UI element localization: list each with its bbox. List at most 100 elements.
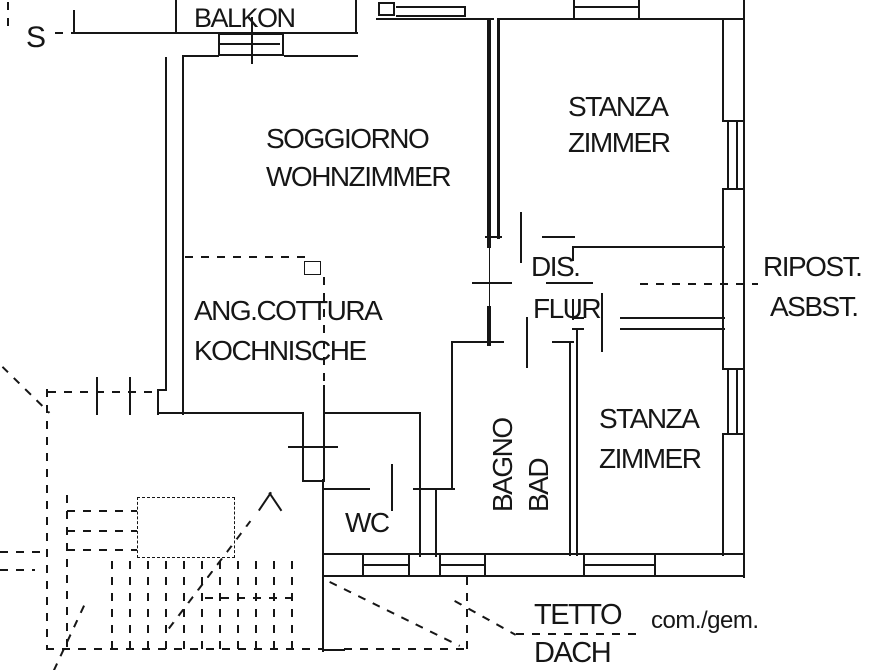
wall-segment: [413, 488, 455, 490]
window-jamb: [722, 188, 745, 190]
storage-label-it: RIPOST.: [763, 251, 863, 282]
balcony-rail-wall: [73, 32, 358, 34]
bedroom-wall: [572, 328, 584, 330]
storage-label-de: ASBST.: [770, 291, 859, 322]
door-swing-tick: [526, 317, 528, 368]
bedroom-top-label-de: ZIMMER: [568, 127, 671, 158]
roof-leader-dashed: [516, 633, 640, 635]
outer-wall: [165, 57, 167, 391]
wall-segment: [182, 55, 219, 57]
window-tick: [288, 446, 338, 448]
bedroom-bottom-label-it: STANZA: [599, 403, 700, 434]
stairwell-outline-dashed: [46, 648, 322, 650]
wall-segment: [175, 0, 177, 34]
interior-window: [302, 480, 325, 482]
wall-segment: [284, 55, 358, 57]
door-swing-tick: [601, 293, 603, 352]
outer-wall: [322, 479, 324, 578]
outer-wall: [322, 575, 745, 577]
outer-wall: [322, 553, 745, 555]
stair-tread: [201, 561, 203, 649]
stair-tread: [273, 561, 275, 649]
section-marker-label: S: [26, 21, 46, 54]
bedroom-wall: [576, 328, 578, 556]
balcony-label: BALKON: [194, 3, 296, 33]
outer-wall-top: [497, 18, 745, 20]
window-jamb: [573, 0, 575, 19]
window-line: [736, 368, 738, 435]
roof-edge-dashed: [344, 648, 468, 650]
stair-tread: [67, 510, 137, 512]
terrace-wall: [322, 575, 324, 652]
wall-living-hall: [487, 306, 491, 346]
boundary-dashed: [0, 569, 35, 571]
inner-wall: [722, 188, 724, 370]
door-swing-tick: [251, 17, 253, 64]
window-line: [736, 120, 738, 190]
landing-wall: [157, 412, 304, 414]
wall-segment: [355, 0, 357, 34]
window-jamb: [722, 368, 745, 370]
window-jamb: [464, 6, 466, 17]
wall-segment: [157, 389, 159, 415]
closet-wall: [572, 246, 725, 248]
bedroom-bottom-label-de: ZIMMER: [599, 443, 702, 474]
door-swing-tick: [520, 212, 522, 263]
stair-tread: [67, 530, 137, 532]
stair-tread: [205, 597, 300, 599]
section-line-dashed: [7, 2, 9, 33]
window-sill-line: [439, 564, 486, 566]
wall-segment: [324, 412, 421, 414]
window-jamb: [638, 0, 640, 19]
boundary-dashed: [0, 551, 46, 553]
stair-arrow-icon: [268, 492, 283, 512]
window-sill-line: [362, 564, 410, 566]
outer-wall: [743, 0, 745, 578]
hall-label-de: FLUR: [533, 293, 602, 324]
closet-wall: [620, 317, 725, 319]
stair-tread: [66, 495, 68, 649]
roof-label-it: TETTO: [534, 599, 623, 631]
stair-tread: [165, 561, 167, 649]
stair-tread: [67, 549, 137, 551]
door-swing-tick: [391, 464, 393, 511]
kitchen-label-it: ANG.COTTURA: [194, 295, 383, 326]
wc-wall: [322, 488, 370, 490]
bath-wall: [569, 341, 571, 556]
stair-tread: [129, 561, 131, 649]
roof-leader-dashed: [454, 600, 517, 636]
roof-edge-dashed: [466, 577, 468, 651]
stair-void: [137, 497, 235, 558]
kitchen-boundary-dashed: [185, 256, 305, 258]
bedroom-wall: [620, 328, 725, 330]
stair-tread: [219, 561, 221, 649]
door-swing-tick: [472, 282, 512, 284]
stair-tread: [111, 561, 113, 649]
bedroom-top-label-it: STANZA: [568, 91, 669, 122]
terrace-wall: [322, 649, 345, 651]
closet-wall: [572, 317, 584, 319]
wall-segment: [157, 389, 167, 391]
window-jamb: [722, 433, 745, 435]
outer-wall: [376, 18, 494, 20]
window-jamb: [722, 120, 745, 122]
inner-wall: [722, 18, 724, 122]
bath-wall: [552, 341, 574, 343]
roof-diagonal-dashed: [329, 581, 461, 647]
kitchen-corner-notch: [304, 261, 321, 275]
wall-segment: [542, 236, 575, 238]
wall-living-hall: [487, 18, 491, 248]
stair-tread: [255, 561, 257, 649]
wall-segment: [73, 10, 75, 34]
window-line: [396, 15, 466, 17]
common-area-label: com./gem.: [651, 607, 759, 634]
window-sill-line: [583, 564, 656, 566]
closet-leader-dashed: [640, 283, 758, 285]
living-room-label-de: WOHNZIMMER: [266, 161, 452, 192]
window-sill-line: [220, 43, 280, 45]
inner-wall: [722, 433, 724, 556]
pillar: [378, 2, 395, 16]
stair-landing-dashed: [48, 391, 160, 393]
door-swing-tick: [546, 282, 593, 284]
